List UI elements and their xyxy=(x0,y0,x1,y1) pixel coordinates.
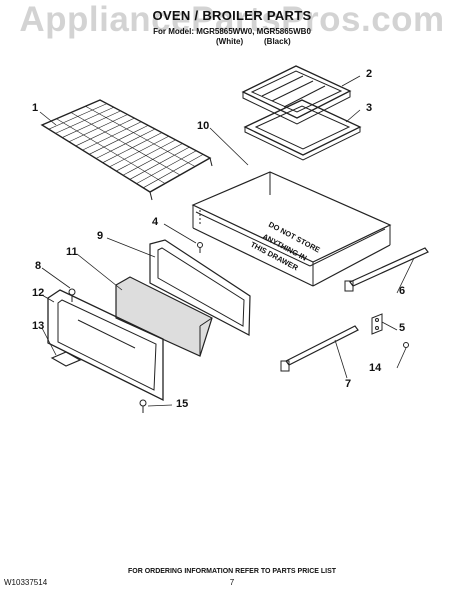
page-number: 7 xyxy=(229,578,235,587)
screw-4 xyxy=(197,242,203,253)
drawer-body xyxy=(191,171,392,287)
callout-4: 4 xyxy=(152,216,159,228)
leader-lines xyxy=(39,75,415,407)
oven-rack xyxy=(40,99,213,201)
screw-14 xyxy=(403,342,409,348)
callout-3: 3 xyxy=(366,102,373,114)
broiler-pan xyxy=(243,99,362,161)
callout-13: 13 xyxy=(32,320,45,332)
drawer-front-panel xyxy=(47,289,164,402)
white-label: (White) xyxy=(216,37,244,46)
callout-6: 6 xyxy=(399,285,406,297)
drawer-slide-left xyxy=(280,325,359,372)
slide-bracket xyxy=(371,313,383,335)
drawer-insulation xyxy=(115,276,213,357)
callout-7: 7 xyxy=(345,378,352,390)
model-subtitle: For Model: MGR5865WW0, MGR5865WB0 xyxy=(153,27,311,36)
black-label: (Black) xyxy=(264,37,291,46)
screw-15 xyxy=(139,399,147,413)
drawer-slide-right xyxy=(344,247,429,292)
watermark: AppliancePartsPros.com xyxy=(19,0,445,39)
callout-8: 8 xyxy=(35,260,42,272)
drawer-handle xyxy=(50,351,82,367)
drawer-inner-panel xyxy=(149,239,251,336)
ordering-info: FOR ORDERING INFORMATION REFER TO PARTS … xyxy=(127,568,337,575)
callout-5: 5 xyxy=(399,322,406,334)
callout-9: 9 xyxy=(97,230,104,242)
callout-12: 12 xyxy=(32,287,45,299)
callout-15: 15 xyxy=(176,398,189,410)
callout-11: 11 xyxy=(66,246,78,258)
broiler-pan-grid xyxy=(241,65,352,125)
doc-number: W10337514 xyxy=(4,578,48,587)
callout-14: 14 xyxy=(369,362,382,374)
callout-10: 10 xyxy=(197,120,210,132)
drawer-warning-text: DO NOT STORE ANYTHING IN THIS DRAWER xyxy=(249,220,322,273)
callout-2: 2 xyxy=(366,68,373,80)
page-title: OVEN / BROILER PARTS xyxy=(152,8,312,23)
callout-1: 1 xyxy=(32,102,39,114)
screw-8 xyxy=(68,288,76,302)
